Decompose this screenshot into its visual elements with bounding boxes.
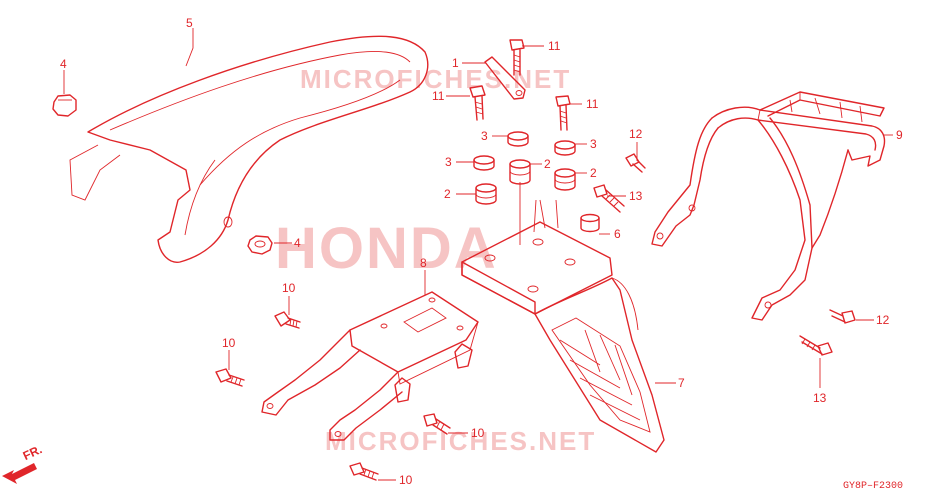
callout-8: 8 (420, 256, 427, 270)
washer-center (507, 131, 529, 147)
callout-11-right: 11 (586, 97, 599, 111)
callout-13-top: 13 (629, 189, 643, 203)
fender-part (461, 221, 665, 453)
callout-10-d: 10 (399, 473, 413, 487)
callout-2-center: 2 (544, 157, 551, 171)
front-label: FR. (21, 442, 44, 463)
bolt-12-top (625, 153, 646, 173)
watermark-bottom: MICROFICHES.NET (325, 426, 596, 456)
leader-lines (63, 28, 893, 481)
bolt-13-top (593, 184, 625, 213)
callout-3-left: 3 (445, 155, 452, 169)
callout-12-top: 12 (629, 127, 643, 141)
callout-9: 9 (896, 128, 903, 142)
diagram-code: GY8P–F2300 (843, 481, 903, 492)
bolt-10-c (423, 413, 451, 435)
callout-4-center: 4 (294, 236, 301, 250)
callout-10-c: 10 (471, 426, 485, 440)
stay-part (484, 56, 526, 100)
callout-10-b: 10 (222, 336, 236, 350)
washer-left (473, 155, 495, 171)
callout-7: 7 (678, 376, 685, 390)
callout-1: 1 (452, 56, 459, 70)
watermark-center: HONDA (275, 216, 498, 281)
cap-left-part (52, 94, 77, 117)
callout-12-bottom: 12 (876, 313, 890, 327)
grommet-left (475, 183, 497, 205)
callout-2-right: 2 (590, 166, 597, 180)
seat-part (69, 35, 429, 263)
bolt-11-left (469, 85, 486, 121)
callout-4-left: 4 (60, 57, 67, 71)
washer-right (554, 140, 576, 156)
bolt-11-top (509, 39, 525, 76)
callout-6: 6 (614, 227, 621, 241)
callout-13-bottom: 13 (813, 391, 827, 405)
bolt-10-b (215, 368, 245, 387)
grommet-small (580, 213, 600, 233)
bracket-part (261, 291, 479, 441)
callout-5: 5 (186, 16, 193, 30)
bolt-12-bottom (829, 309, 856, 324)
grommet-center (509, 159, 531, 185)
callout-11-top: 11 (548, 39, 561, 53)
bolt-10-d (349, 462, 379, 481)
grommet-right (554, 168, 576, 191)
bolt-10-a (274, 311, 301, 329)
front-arrow-icon: FR. (2, 442, 44, 484)
bolt-13-bottom (799, 335, 833, 356)
callout-11-left: 11 (432, 89, 445, 103)
callout-10-a: 10 (282, 281, 296, 295)
assembly-guides (519, 182, 559, 245)
bolt-11-right (555, 95, 571, 131)
cap-center-part (247, 235, 273, 255)
carrier-part (651, 91, 886, 321)
callout-3-center: 3 (481, 129, 488, 143)
callout-2-left: 2 (444, 187, 451, 201)
callout-3-right: 3 (590, 137, 597, 151)
